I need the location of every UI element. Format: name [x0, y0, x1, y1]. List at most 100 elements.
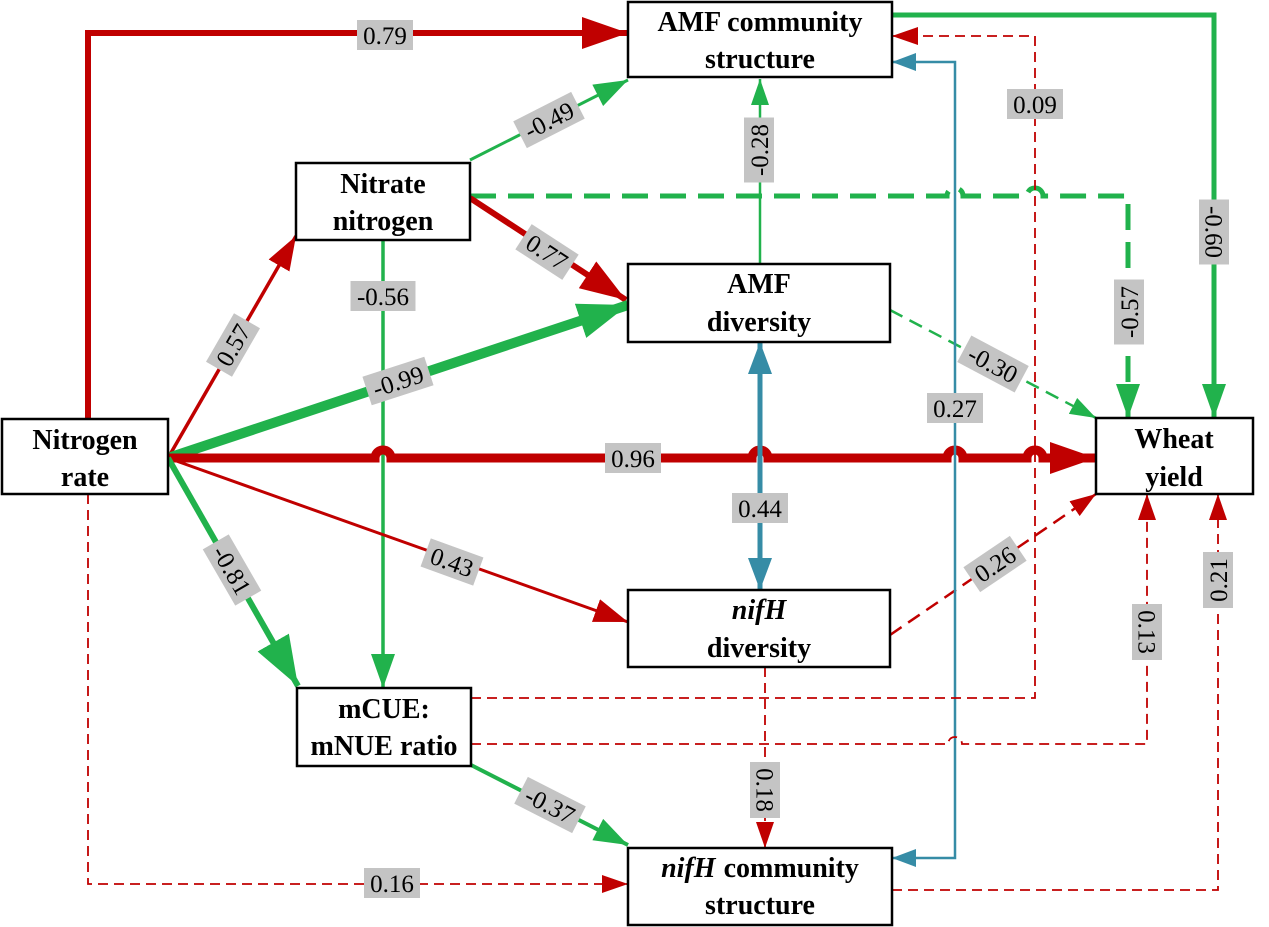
- label-text: 0.96: [611, 446, 655, 473]
- edge-nitrogen-rate-to-nifh-diversity: [167, 456, 629, 624]
- edge-nitrogen-rate-to-nifh-community: [87, 494, 628, 893]
- label-text: -0.28: [747, 124, 774, 176]
- label-background: [206, 313, 260, 377]
- label-text: -0.56: [357, 284, 409, 311]
- label-text: 0.18: [750, 768, 777, 812]
- label-background: [750, 762, 780, 818]
- edge-label-mcue-to-amf-community: 0.09: [1007, 89, 1063, 119]
- label-background: [732, 493, 788, 523]
- edge-label-nitrogen-rate-to-nitrate: 0.57: [206, 313, 260, 377]
- edge-label-nitrogen-rate-to-nifh-diversity: 0.43: [420, 538, 484, 586]
- label-background: [1007, 89, 1063, 119]
- node-label-line-2: structure: [705, 44, 815, 75]
- node-box: [1094, 416, 1255, 496]
- label-background: [1114, 279, 1144, 345]
- label-background: [202, 534, 262, 606]
- node-label-line-1: AMF community: [657, 7, 862, 38]
- edge-label-amf-community-to-wheat-yield: -0.60: [1199, 199, 1229, 265]
- edge-nitrogen-rate-to-amf-community: [85, 17, 628, 419]
- node-label-italic: nifH: [661, 853, 717, 884]
- edge-label-mcue-to-wheat-yield: 0.13: [1132, 604, 1162, 660]
- node-label-line-1: mCUE:: [338, 694, 430, 725]
- edge-label-amf-diversity-to-amf-community: -0.28: [744, 117, 774, 183]
- edge-label-nifh-diversity-to-wheat-yield: 0.26: [963, 535, 1027, 593]
- label-background: [1203, 552, 1233, 608]
- node-amf-diversity: AMF diversity: [626, 262, 892, 344]
- edge-label-nitrogen-rate-to-wheat-yield: 0.96: [605, 443, 661, 473]
- node-mcue-mnue-ratio: mCUE: mNUE ratio: [295, 686, 473, 768]
- label-text: 0.43: [426, 543, 476, 583]
- node-label-rest: community: [724, 853, 859, 884]
- label-text: 0.13: [1132, 610, 1159, 654]
- label-background: [605, 443, 661, 473]
- edge-mcue-to-wheat-yield: [471, 494, 1156, 745]
- label-background: [514, 776, 586, 834]
- label-background: [515, 224, 579, 280]
- label-background: [957, 335, 1029, 393]
- edge-label-nitrogen-rate-to-amf-diversity: -0.99: [362, 356, 434, 406]
- node-nitrogen-rate: Nitrogen rate: [0, 417, 170, 496]
- node-box: [626, 846, 894, 927]
- edge-label-nifh-community-with-amf-community: 0.27: [927, 393, 983, 423]
- node-box: [294, 161, 472, 242]
- node-label-line-1: Nitrogen: [32, 425, 138, 456]
- node-box: [626, 262, 892, 344]
- label-background: [1132, 604, 1162, 660]
- label-background: [350, 281, 416, 311]
- edge-nitrate-to-wheat-yield: [470, 185, 1140, 418]
- edge-label-amf-diversity-with-nifh-diversity: 0.44: [732, 493, 788, 523]
- node-label-line-1: AMF: [727, 269, 791, 300]
- label-background: [364, 868, 420, 898]
- edge-mcue-to-amf-community: [471, 27, 1036, 699]
- edge-nifh-diversity-to-wheat-yield: [889, 492, 1097, 637]
- node-label-line-2: mNUE ratio: [311, 731, 458, 762]
- node-label-line-2: rate: [61, 462, 109, 493]
- label-background: [357, 20, 413, 50]
- edge-label-nifh-diversity-to-nifh-community: 0.18: [750, 762, 780, 818]
- edge-nitrogen-rate-to-wheat-yield: [168, 442, 1096, 474]
- label-background: [927, 393, 983, 423]
- edge-label-nitrate-to-mcue: -0.56: [350, 281, 416, 311]
- node-amf-community-structure: AMF community structure: [626, 0, 894, 79]
- label-background: [513, 91, 585, 149]
- node-label-line-1: Nitrate: [340, 169, 426, 200]
- edge-label-nitrogen-rate-to-amf-community: 0.79: [357, 20, 413, 50]
- node-label-line-2: nitrogen: [333, 206, 434, 237]
- label-background: [744, 117, 774, 183]
- edge-label-nifh-community-to-wheat-yield: 0.21: [1203, 552, 1233, 608]
- edge-amf-community-to-wheat-yield: [892, 12, 1226, 418]
- edge-label-amf-diversity-to-wheat-yield: -0.30: [957, 335, 1029, 393]
- label-text: 0.79: [363, 23, 407, 50]
- label-text: -0.60: [1199, 206, 1226, 258]
- label-text: 0.44: [738, 496, 782, 523]
- edge-nifh-community-to-wheat-yield: [892, 494, 1227, 891]
- edge-nifh-community-with-amf-community: [892, 53, 957, 867]
- node-box: [626, 588, 892, 669]
- node-box: [626, 0, 894, 79]
- label-text: 0.21: [1206, 558, 1233, 602]
- edge-label-mcue-to-nifh-community: -0.37: [514, 776, 586, 834]
- edge-label-nitrogen-rate-to-mcue: -0.81: [202, 534, 262, 606]
- node-label-line-2: diversity: [707, 307, 811, 338]
- label-background: [1199, 199, 1229, 265]
- node-label-line-1: Wheat: [1134, 424, 1214, 455]
- edge-label-nitrate-to-wheat-yield: -0.57: [1114, 279, 1144, 345]
- label-text: 0.27: [933, 396, 977, 423]
- label-text: 0.09: [1013, 92, 1057, 119]
- node-box: [0, 417, 170, 496]
- node-label-line-1: nifH: [732, 595, 788, 626]
- node-label-line-2: diversity: [707, 633, 811, 664]
- label-text: 0.16: [370, 871, 414, 898]
- edge-label-nitrogen-rate-to-nifh-community: 0.16: [364, 868, 420, 898]
- label-text: -0.99: [369, 361, 427, 403]
- label-background: [362, 356, 434, 406]
- node-nifh-diversity: nifH diversity: [626, 588, 892, 669]
- node-label-line-2: structure: [705, 890, 815, 921]
- node-box: [295, 686, 473, 768]
- label-background: [420, 538, 484, 586]
- edge-label-nitrate-to-amf-community: -0.49: [513, 91, 585, 149]
- node-label-line-2: yield: [1145, 462, 1203, 493]
